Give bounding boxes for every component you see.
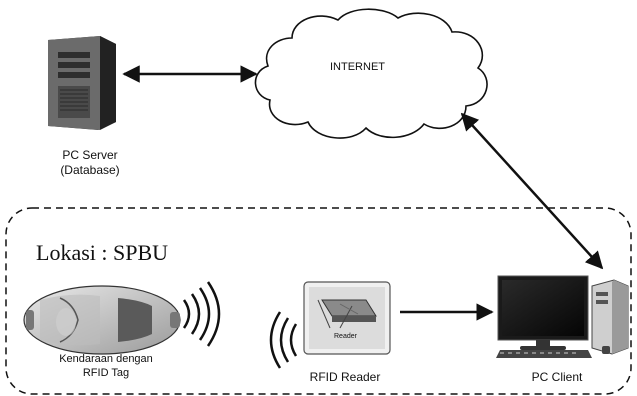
pc-server-label-line1: PC Server xyxy=(62,148,118,162)
car-label-line2: RFID Tag xyxy=(82,367,130,379)
internet-label: INTERNET xyxy=(330,61,385,73)
location-boundary xyxy=(5,207,632,395)
car-icon xyxy=(23,285,181,355)
pc-server-label: PC Server (Database) xyxy=(40,148,140,178)
pc-server-icon xyxy=(48,36,116,130)
internet-cloud-icon xyxy=(254,8,488,139)
car-label-line1: Kendaraan dengan xyxy=(59,353,153,365)
pc-client-icon xyxy=(496,275,629,358)
tag-signal-icon xyxy=(182,281,221,347)
location-title: Lokasi : SPBU xyxy=(36,240,169,265)
car-label: Kendaraan dengan RFID Tag xyxy=(40,352,172,380)
rfid-reader-label: RFID Reader xyxy=(309,370,381,384)
rfid-reader-icon xyxy=(303,281,391,355)
pc-server-label-line2: (Database) xyxy=(60,163,120,177)
reader-device-text: Reader xyxy=(334,333,357,340)
reader-signal-icon xyxy=(269,311,298,369)
internet-client-link xyxy=(460,112,604,270)
pc-client-label: PC Client xyxy=(531,370,583,384)
